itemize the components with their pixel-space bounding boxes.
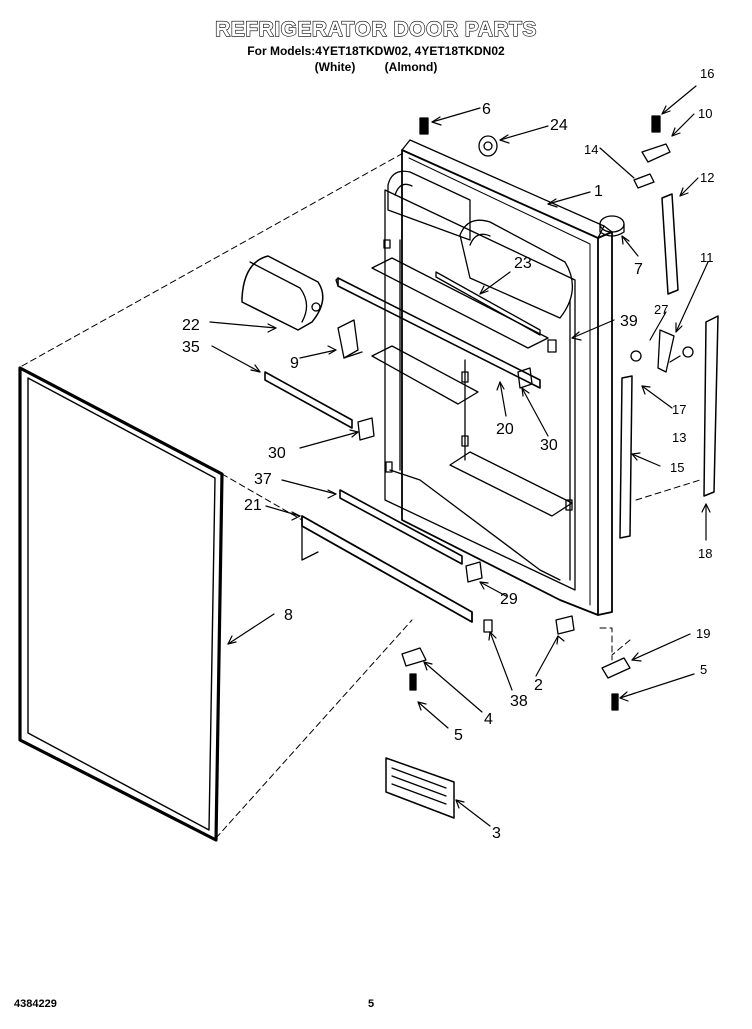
model-variants: (White) (Almond): [0, 60, 752, 74]
callout-14: 14: [584, 142, 598, 157]
callout-11: 11: [700, 250, 714, 265]
callout-1: 1: [594, 183, 603, 200]
callout-21: 21: [244, 497, 262, 514]
model-numbers: For Models:4YET18TKDW02, 4YET18TKDN02: [247, 44, 505, 58]
variant-almond: (Almond): [384, 60, 438, 74]
callout-15: 15: [670, 460, 684, 475]
callout-39: 39: [620, 313, 638, 330]
callout-8: 8: [284, 607, 293, 624]
callout-5-right: 5: [700, 662, 707, 677]
callout-9: 9: [290, 355, 299, 372]
callout-35: 35: [182, 339, 200, 356]
projection-lines: [21, 151, 701, 839]
callout-3: 3: [492, 825, 501, 842]
callout-17: 17: [672, 402, 686, 417]
door-liner: [371, 139, 613, 616]
shelf-bars: [264, 271, 541, 623]
callout-numbers: 1 2 3 4 5 5 6 7 8 9 10 11 12 13 14 15 16…: [182, 66, 714, 842]
page-number: 5: [368, 998, 375, 1010]
callout-4: 4: [484, 711, 493, 728]
callout-7: 7: [634, 261, 643, 278]
callout-38: 38: [510, 693, 528, 710]
door-gasket: [18, 366, 224, 842]
callout-29: 29: [500, 591, 518, 608]
callout-19: 19: [696, 626, 710, 641]
callout-2: 2: [534, 677, 543, 694]
callout-5-bottom: 5: [454, 727, 463, 744]
callout-6: 6: [482, 101, 491, 118]
small-parts: [241, 115, 719, 819]
callout-30-right: 30: [540, 437, 558, 454]
callout-23: 23: [514, 255, 532, 272]
callout-30-left: 30: [268, 445, 286, 462]
callout-22: 22: [182, 317, 200, 334]
callout-12: 12: [700, 170, 714, 185]
callout-13: 13: [672, 430, 686, 445]
document-number: 4384229: [14, 998, 57, 1010]
callout-24: 24: [550, 117, 568, 134]
callout-37: 37: [254, 471, 272, 488]
callout-18: 18: [698, 546, 712, 561]
callout-20: 20: [496, 421, 514, 438]
callout-27: 27: [654, 302, 668, 317]
callout-16: 16: [700, 66, 714, 81]
page-title: REFRIGERATOR DOOR PARTS: [214, 17, 537, 41]
leader-arrows: [209, 85, 711, 827]
callout-10: 10: [698, 106, 712, 121]
variant-white: (White): [314, 60, 356, 74]
